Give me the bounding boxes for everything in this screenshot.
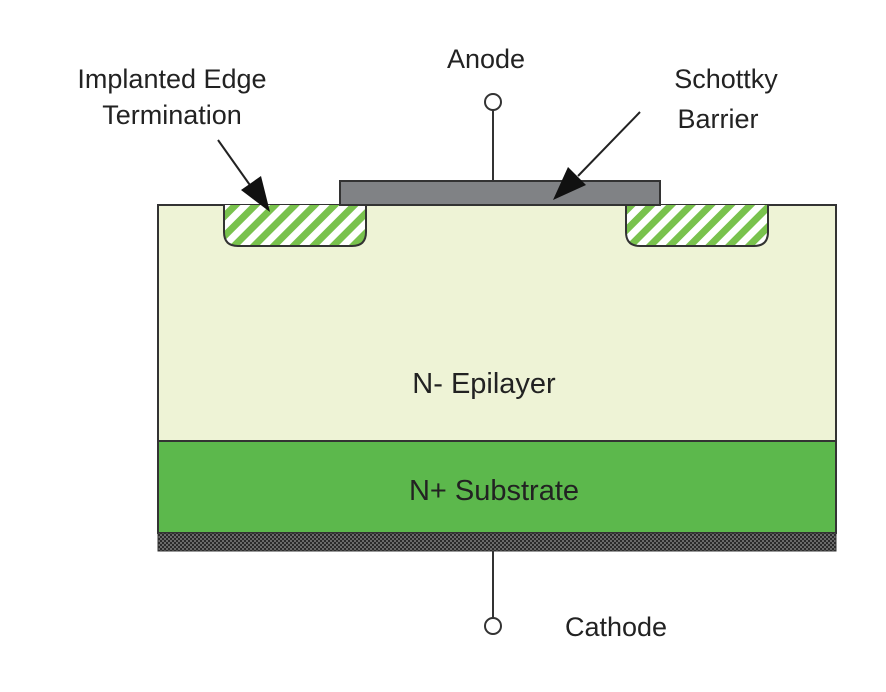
schottky-metal-contact [339,180,661,206]
schottky-arrowhead [553,167,586,200]
edge-termination-label-line1: Implanted Edge [77,64,266,94]
back-contact [157,532,837,552]
cathode-label: Cathode [565,612,667,642]
cathode-terminal [484,617,502,635]
epilayer-label: N- Epilayer [412,368,556,400]
edge-termination-right [625,205,769,247]
edge-termination-pointer [217,139,253,189]
edge-termination-label-line2: Termination [102,100,242,130]
edge-termination-left [223,205,367,247]
substrate-region [157,440,837,534]
anode-label: Anode [447,44,525,74]
edge-termination-arrowhead [241,176,270,212]
schottky-label-line2: Barrier [677,104,758,134]
schottky-label-line1: Schottky [674,64,778,94]
anode-terminal [484,93,502,111]
substrate-label: N+ Substrate [409,475,579,507]
schottky-pointer [577,111,641,177]
